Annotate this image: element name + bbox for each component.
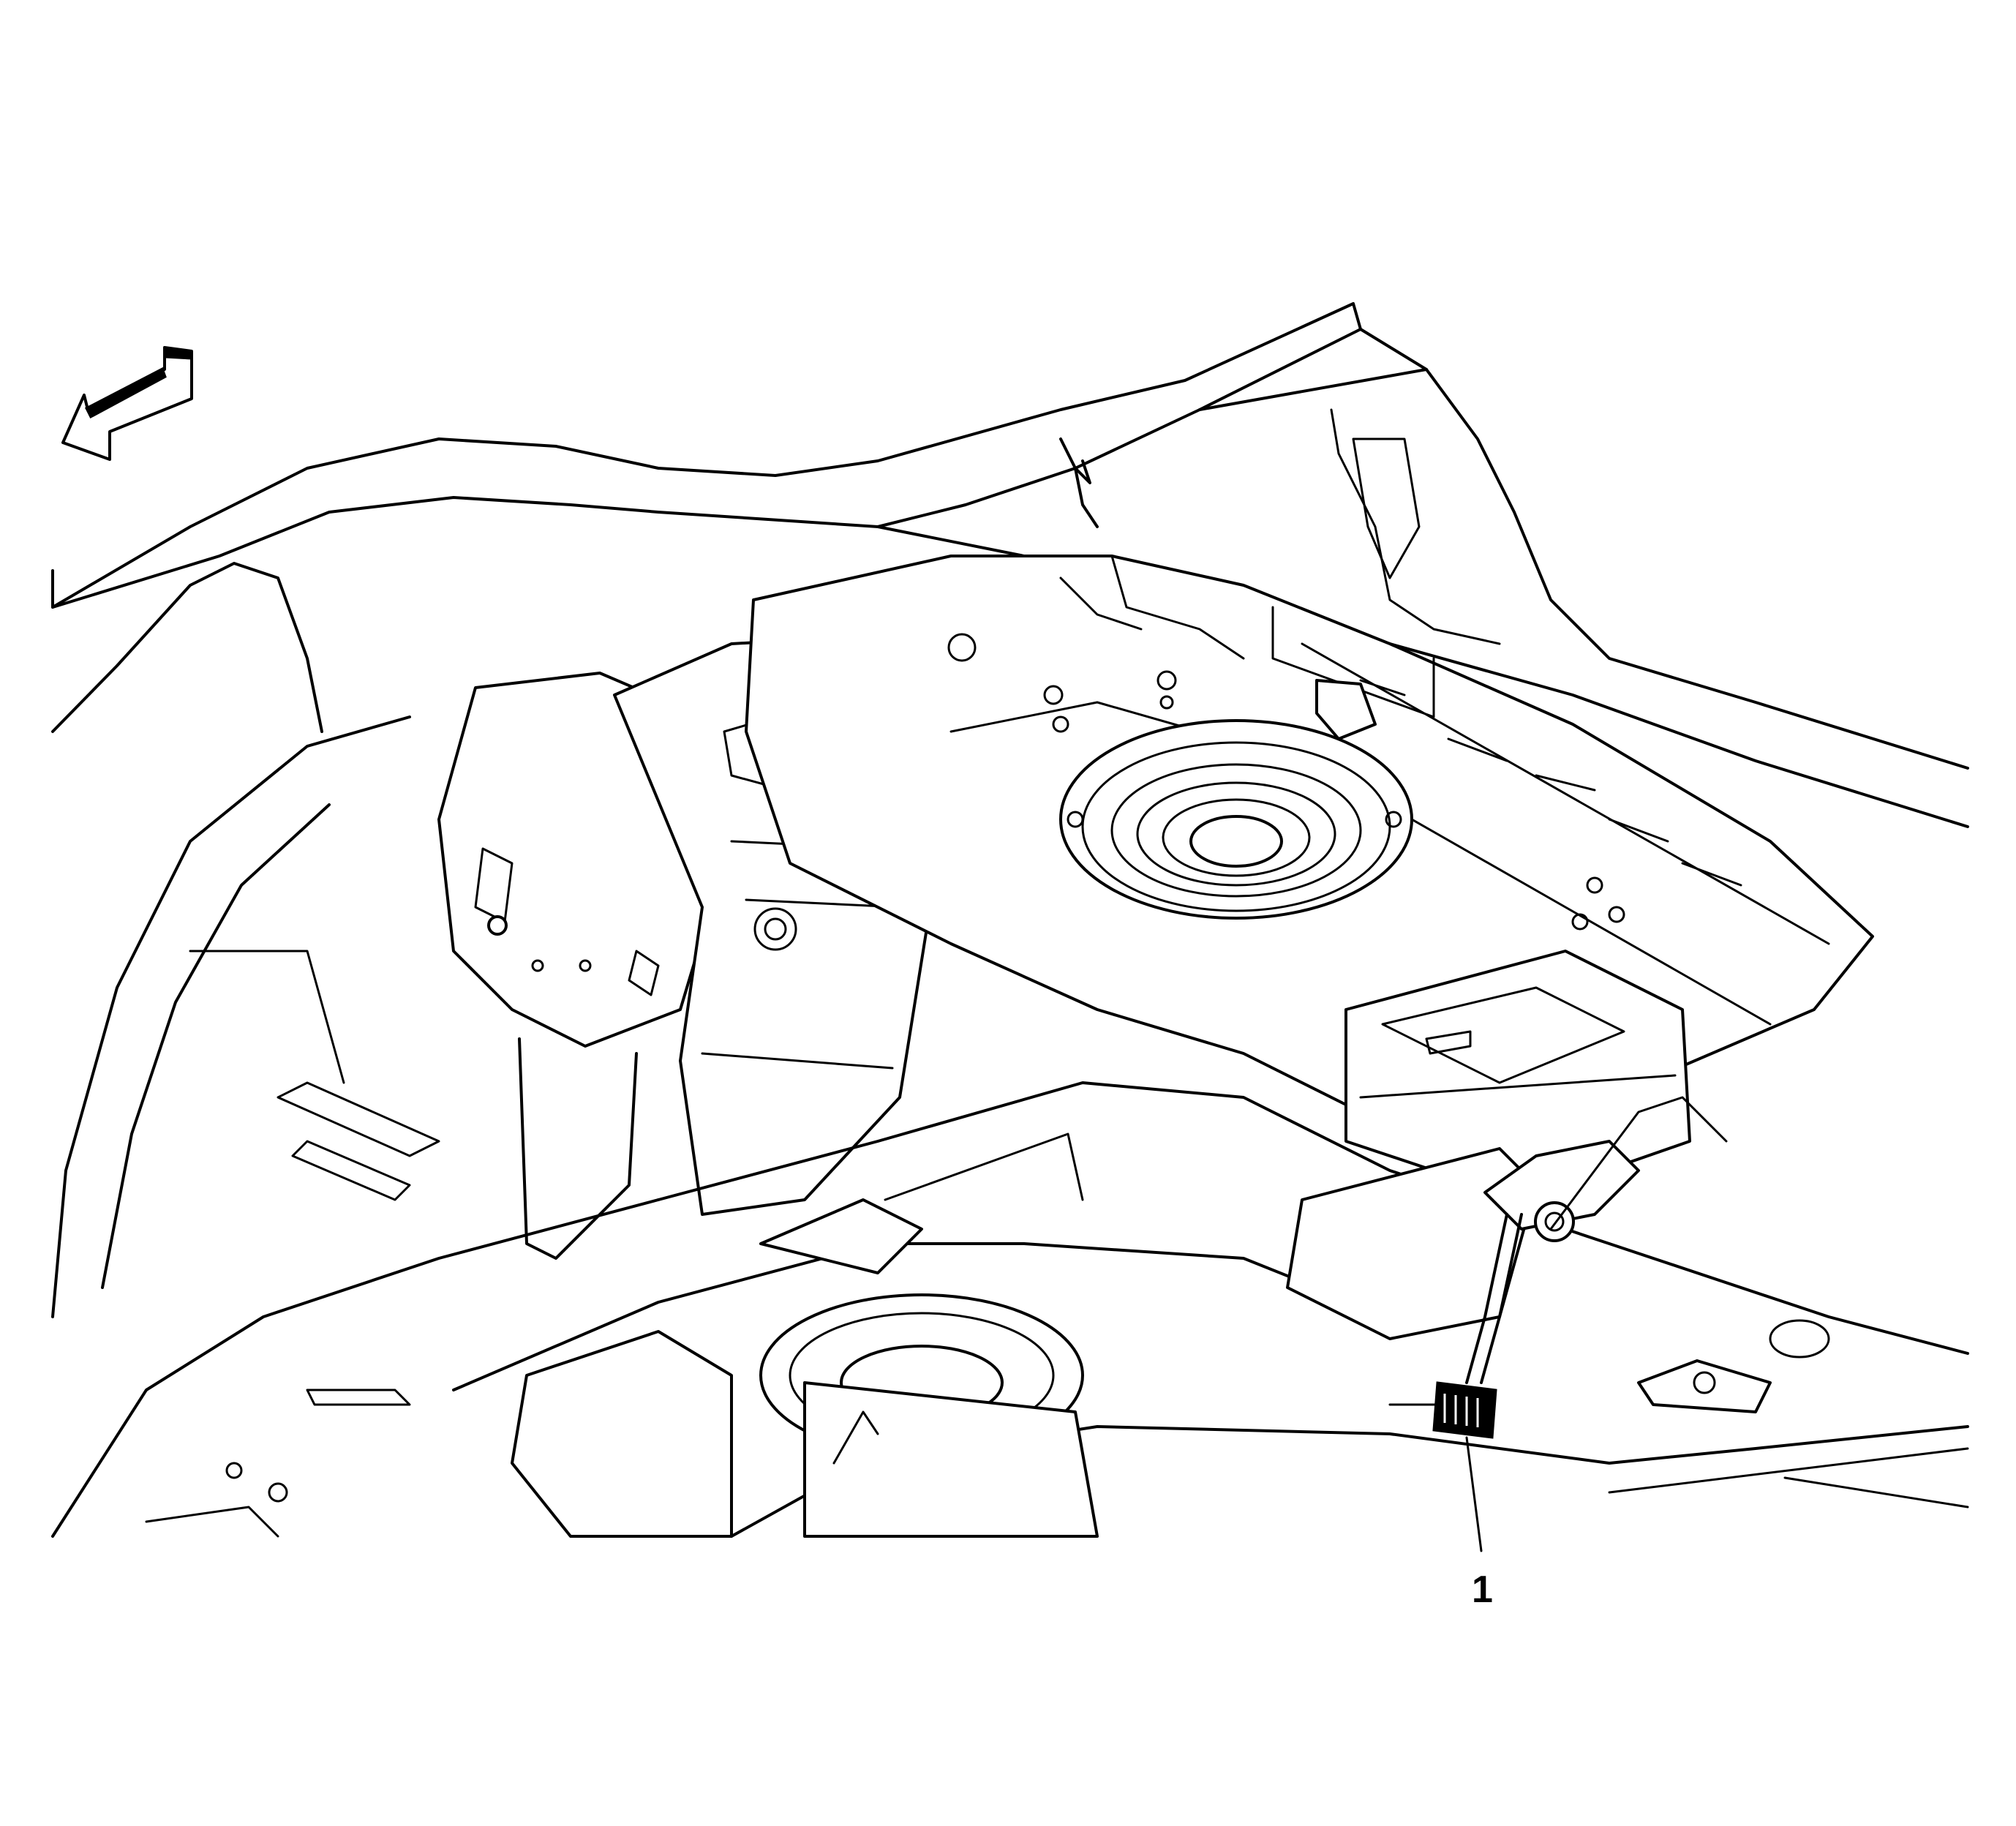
front-direction-arrow-icon [61, 346, 193, 461]
right-hinge-bracket [1483, 1096, 1728, 1242]
left-quarter-panel [51, 562, 660, 1538]
callout-1-label: 1 [1472, 1568, 1493, 1611]
lower-floor-brackets [145, 1330, 1099, 1538]
callout-1-leader [1465, 1436, 1483, 1552]
wiring-harness [1465, 1213, 1523, 1384]
wiring-connector-icon [1432, 1381, 1497, 1439]
right-storage-tub [1344, 950, 1691, 1201]
speaker-subwoofer-icon [1059, 719, 1413, 920]
